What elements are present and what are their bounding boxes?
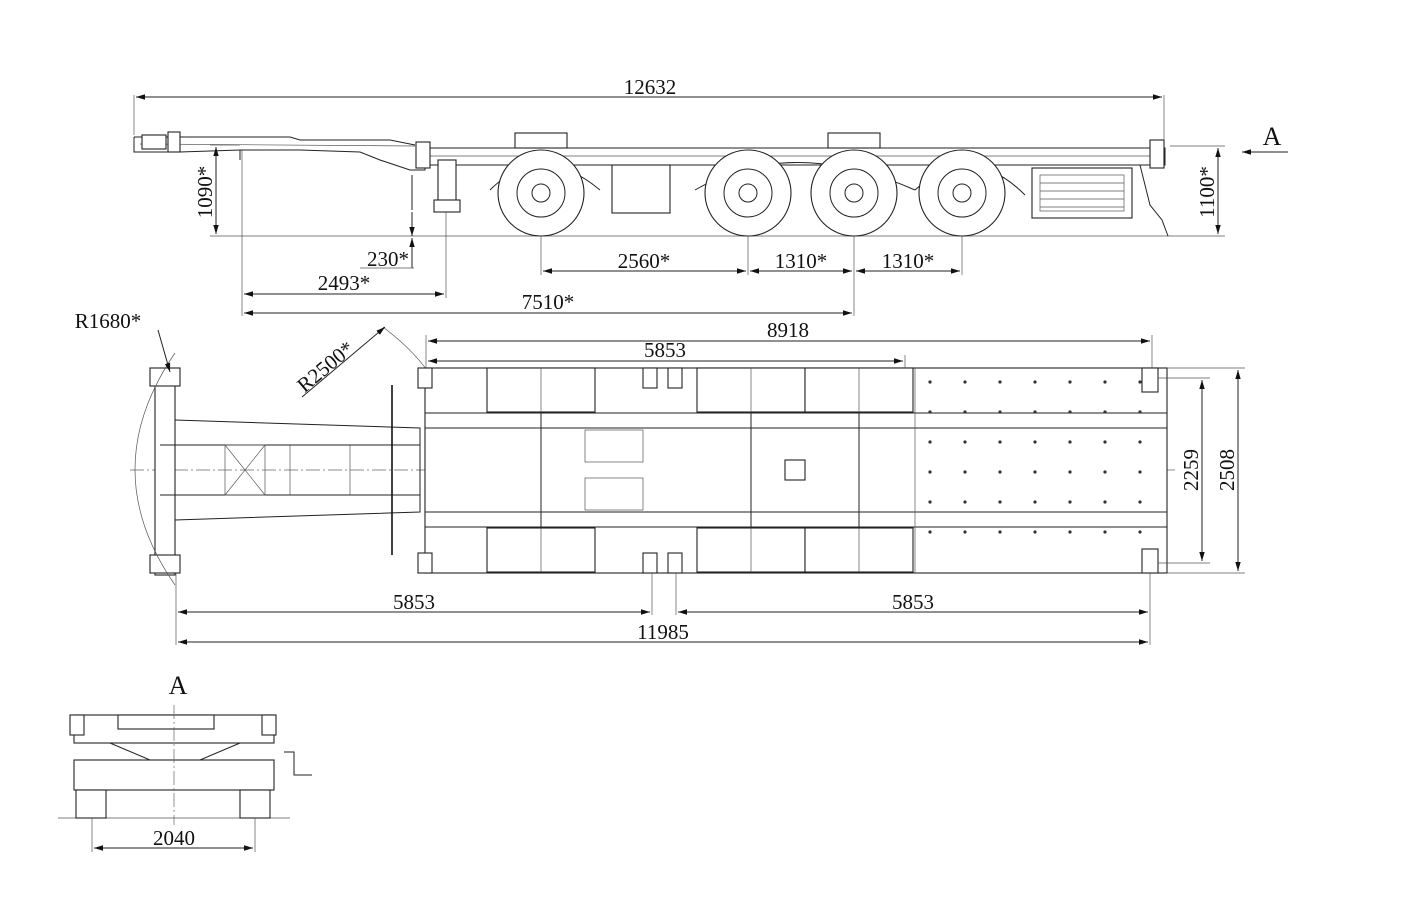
deck-dot: [1068, 500, 1072, 504]
side-wheel-1: [497, 149, 585, 237]
deck-dot: [1068, 530, 1072, 534]
top-frame-length: 8918: [767, 318, 809, 342]
deck-dot: [998, 500, 1002, 504]
side-kingpin-to-landing-gear: 2493*: [318, 271, 371, 295]
deck-dot: [1103, 380, 1107, 384]
deck-dot: [928, 440, 932, 444]
side-first-axle-spacing: 2560*: [618, 249, 671, 273]
deck-dot: [1138, 410, 1142, 414]
deck-dot: [1033, 530, 1037, 534]
top-container-length-upper: 5853: [644, 338, 686, 362]
deck-dot: [1033, 410, 1037, 414]
top-container-length-lower-left: 5853: [393, 590, 435, 614]
top-overall-length: 11985: [637, 620, 689, 644]
deck-dot: [1033, 470, 1037, 474]
side-axle-spacing-2: 1310*: [882, 249, 935, 273]
rear-view: A 2040: [58, 671, 312, 852]
deck-dot: [1138, 500, 1142, 504]
deck-dot: [963, 470, 967, 474]
spare-tire-rack: [1039, 174, 1125, 212]
deck-dot: [998, 530, 1002, 534]
top-overall-width: 2508: [1215, 449, 1239, 491]
side-view: 12632 1090* 1100* 230* 2493* 2560* 1310*…: [133, 75, 1288, 316]
top-rear-swing-radius: R2500*: [292, 336, 358, 397]
deck-dot: [963, 500, 967, 504]
deck-dot: [928, 410, 932, 414]
side-overall-length: 12632: [624, 75, 677, 99]
deck-dot: [998, 440, 1002, 444]
side-kingpin-height: 1090*: [193, 166, 217, 219]
deck-dot: [1103, 410, 1107, 414]
top-twistlock-width: 2259: [1179, 449, 1203, 491]
top-container-length-lower-right: 5853: [892, 590, 934, 614]
deck-dot: [1033, 380, 1037, 384]
side-wheel-4: [918, 149, 1006, 237]
deck-dot: [1138, 470, 1142, 474]
deck-dot: [1138, 440, 1142, 444]
deck-dot: [928, 470, 932, 474]
deck-dot: [928, 380, 932, 384]
top-view: R1680* R2500*: [75, 309, 1245, 645]
side-deck-height: 1100*: [1195, 166, 1219, 218]
deck-dot: [928, 530, 932, 534]
deck-dot: [1103, 440, 1107, 444]
rear-track-width: 2040: [153, 826, 195, 850]
deck-dot: [1068, 440, 1072, 444]
top-front-swing-radius: R1680*: [75, 309, 142, 333]
deck-dot: [1033, 500, 1037, 504]
deck-dot: [1068, 410, 1072, 414]
side-wheel-3: [810, 149, 898, 237]
deck-dot: [1033, 440, 1037, 444]
side-axle-spacing-1: 1310*: [775, 249, 828, 273]
deck-dot: [963, 530, 967, 534]
deck-dot: [1068, 470, 1072, 474]
deck-dot: [1138, 530, 1142, 534]
deck-dot: [1068, 380, 1072, 384]
side-kingpin-to-middle-axle: 7510*: [522, 290, 575, 314]
deck-dot: [963, 380, 967, 384]
deck-dot-pattern: [928, 380, 1142, 534]
side-kingpin-offset: 230*: [367, 247, 409, 271]
deck-dot: [998, 380, 1002, 384]
deck-dot: [1103, 470, 1107, 474]
deck-dot: [998, 470, 1002, 474]
deck-dot: [1103, 500, 1107, 504]
deck-dot: [998, 410, 1002, 414]
view-marker-a: A: [1263, 122, 1282, 151]
deck-dot: [1138, 380, 1142, 384]
side-wheel-2: [704, 149, 792, 237]
deck-dot: [928, 500, 932, 504]
rear-view-label: A: [169, 671, 188, 700]
deck-dot: [963, 440, 967, 444]
deck-dot: [1103, 530, 1107, 534]
deck-dot: [963, 410, 967, 414]
